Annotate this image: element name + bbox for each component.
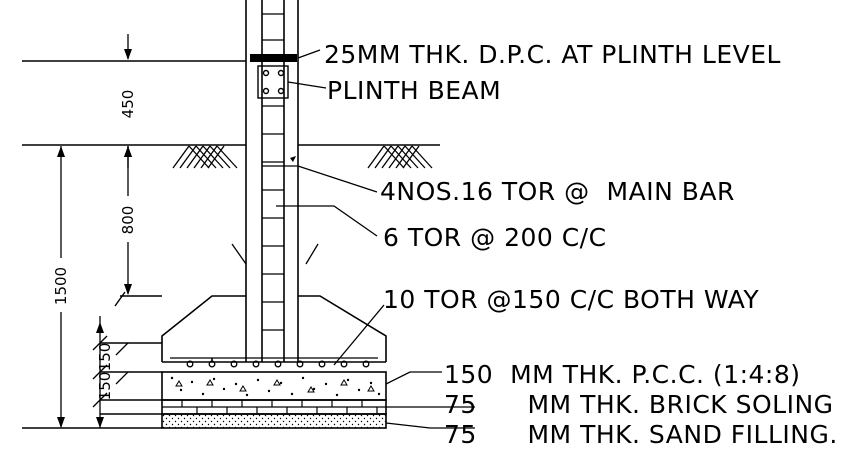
- annotation-footing-bar: 10 TOR @150 C/C BOTH WAY: [383, 285, 759, 314]
- footing-bar: [296, 360, 304, 368]
- plinth-bar: [262, 87, 270, 95]
- dim-label-450: 450: [119, 90, 137, 119]
- footing: [161, 295, 387, 363]
- footing-bar: [230, 360, 238, 368]
- leader-sand: [385, 422, 475, 429]
- footing-bar: [274, 360, 282, 368]
- leader-plinth-beam: [287, 81, 327, 89]
- dim-label-800: 800: [119, 206, 137, 235]
- dim-label-layer-b: 150: [96, 372, 114, 401]
- ground-tick-left-slash: [114, 291, 126, 307]
- dim-label-layer-a: 150: [96, 343, 114, 372]
- leader-arrow: [290, 156, 296, 162]
- leader-dpc: [297, 49, 321, 59]
- footing-bar: [186, 360, 194, 368]
- footing-bar: [252, 360, 260, 368]
- sand-filling-layer: [161, 413, 387, 429]
- annotation-sand-filling: 75 MM THK. SAND FILLING.: [444, 420, 838, 449]
- annotation-plinth-beam: PLINTH BEAM: [327, 76, 501, 105]
- pcc-aggregate: [170, 376, 381, 397]
- annotation-dpc: 25MM THK. D.P.C. AT PLINTH LEVEL: [324, 40, 781, 69]
- pcc-layer: [161, 371, 387, 401]
- footing-bar: [208, 360, 216, 368]
- footing-bar: [362, 360, 370, 368]
- footing-bar: [340, 360, 348, 368]
- level-ticks: [115, 342, 129, 385]
- plinth-bar: [277, 87, 285, 95]
- leader-footing-bar: [333, 304, 385, 366]
- leader-lines: [262, 49, 475, 429]
- annotation-brick-soling: 75 MM THK. BRICK SOLING: [444, 390, 834, 419]
- leader-stirrup: [276, 205, 378, 237]
- dimension-800: [124, 146, 132, 295]
- pcc-aggregate-triangles: [175, 379, 375, 393]
- footing-left-slope: [161, 295, 246, 362]
- earth-hatch-left: [172, 145, 238, 169]
- footing-bar: [318, 360, 326, 368]
- footing-right-slope: [298, 295, 387, 362]
- level-lines: [22, 60, 440, 429]
- leader-main-bar: [262, 165, 378, 193]
- dpc-band: [250, 54, 297, 62]
- plinth-bar: [277, 69, 285, 77]
- pressure-lines: [231, 243, 319, 265]
- plinth-bar: [262, 69, 270, 77]
- annotation-pcc: 150 MM THK. P.C.C. (1:4:8): [444, 360, 801, 389]
- footing-reinforcement: [170, 357, 378, 368]
- annotation-main-bar: 4NOS.16 TOR @ MAIN BAR: [380, 177, 735, 206]
- dimension-1500: [57, 146, 65, 428]
- annotation-stirrup: 6 TOR @ 200 C/C: [383, 223, 607, 252]
- brick-soling-layer: [161, 399, 387, 415]
- earth-hatch-right: [367, 145, 433, 169]
- leader-pcc: [385, 371, 442, 385]
- stirrup-ticks: [262, 13, 284, 331]
- dimension-layers: [92, 316, 108, 428]
- dim-label-1500: 1500: [52, 267, 70, 305]
